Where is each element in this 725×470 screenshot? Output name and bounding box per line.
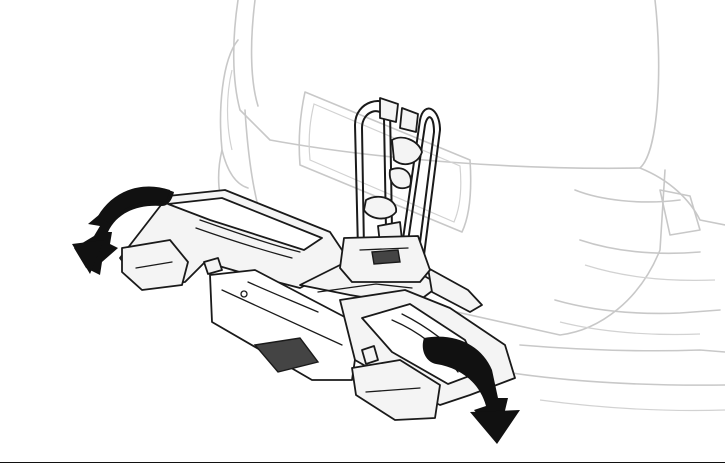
bike-carrier xyxy=(119,97,516,421)
fold-arrow-left xyxy=(72,186,174,275)
fold-arrow-right xyxy=(422,336,520,444)
bottom-rule xyxy=(0,462,725,463)
vehicle-rear-outline xyxy=(217,0,725,412)
